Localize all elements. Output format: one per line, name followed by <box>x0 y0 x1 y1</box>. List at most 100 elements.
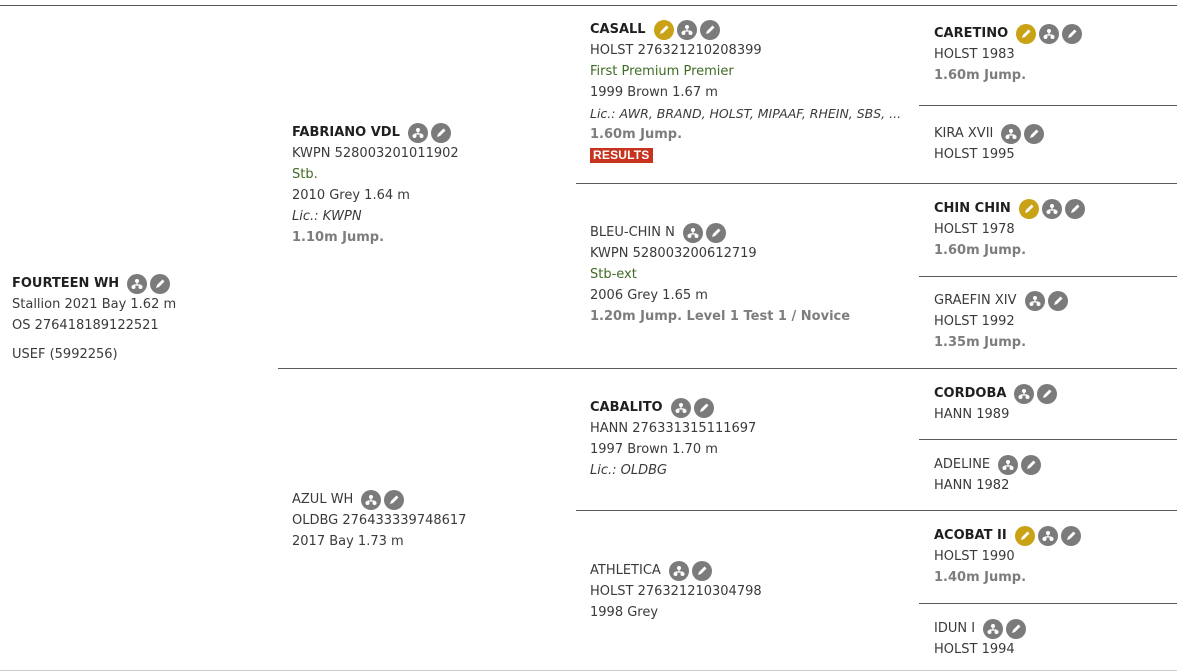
pencil-edit-icon[interactable] <box>150 273 171 294</box>
stallion-pencil-icon[interactable] <box>1016 23 1037 44</box>
pedigree-tree-icon[interactable] <box>127 273 148 294</box>
divider-g7-g8 <box>919 603 1177 604</box>
sire-dam-horse: BLEU-CHIN N KWPN 528003200612719 Stb-ext… <box>590 222 850 327</box>
horse-status: First Premium Premier <box>590 64 734 79</box>
g3-horse: CHIN CHIN HOLST 1978 1.60m Jump. <box>934 198 1088 261</box>
horse-reg: HOLST 1995 <box>934 147 1015 162</box>
pedigree-tree-icon[interactable] <box>668 560 689 581</box>
pencil-edit-icon[interactable] <box>384 489 405 510</box>
subject-horse: FOURTEEN WH Stallion 2021 Bay 1.62 m OS … <box>12 273 176 365</box>
pencil-edit-icon[interactable] <box>693 397 714 418</box>
horse-name: FOURTEEN WH <box>12 273 173 294</box>
g2-horse: KIRA XVII HOLST 1995 <box>934 123 1047 165</box>
horse-license: Lic.: AWR, BRAND, HOLST, MIPAAF, RHEIN, … <box>590 106 902 121</box>
g7-horse: ACOBAT II HOLST 1990 1.40m Jump. <box>934 525 1084 588</box>
horse-name-link[interactable]: GRAEFIN XIV <box>934 293 1017 308</box>
pencil-edit-icon[interactable] <box>1047 290 1068 311</box>
horse-name-link[interactable]: CABALITO <box>590 400 663 415</box>
dam-sire-horse: CABALITO HANN 276331315111697 1997 Brown… <box>590 397 756 481</box>
pencil-edit-icon[interactable] <box>1006 618 1027 639</box>
pencil-edit-icon[interactable] <box>699 19 720 40</box>
g6-horse: ADELINE HANN 1982 <box>934 454 1044 496</box>
horse-desc: 1998 Grey <box>590 605 659 620</box>
horse-reg: HOLST 1992 <box>934 314 1015 329</box>
horse-reg: HANN 1982 <box>934 478 1010 493</box>
horse-name: ADELINE <box>934 454 1044 475</box>
pencil-edit-icon[interactable] <box>1064 198 1085 219</box>
horse-name-link[interactable]: ADELINE <box>934 457 991 472</box>
sire-sire-horse: CASALL HOLST 276321210208399 First Premi… <box>590 19 901 166</box>
pedigree-tree-icon[interactable] <box>1037 525 1058 546</box>
stallion-pencil-icon[interactable] <box>1018 198 1039 219</box>
horse-jump: 1.60m Jump. <box>934 243 1027 258</box>
horse-reg: OLDBG 276433339748617 <box>292 513 467 528</box>
horse-name-link[interactable]: AZUL WH <box>292 492 354 507</box>
horse-name-link[interactable]: CASALL <box>590 22 646 37</box>
horse-reg: HOLST 276321210304798 <box>590 584 762 599</box>
horse-name: CHIN CHIN <box>934 198 1088 219</box>
pedigree-tree-icon[interactable] <box>361 489 382 510</box>
horse-license: Lic.: KWPN <box>292 209 362 224</box>
pedigree-tree-icon[interactable] <box>682 222 703 243</box>
horse-name-link[interactable]: KIRA XVII <box>934 126 994 141</box>
horse-name-link[interactable]: CARETINO <box>934 26 1009 41</box>
pencil-edit-icon[interactable] <box>1062 23 1083 44</box>
horse-reg: KWPN 528003200612719 <box>590 246 757 261</box>
horse-desc: 2017 Bay 1.73 m <box>292 534 404 549</box>
pencil-edit-icon[interactable] <box>430 122 451 143</box>
horse-reg: HOLST 1990 <box>934 549 1015 564</box>
pencil-edit-icon[interactable] <box>705 222 726 243</box>
horse-name-link[interactable]: BLEU-CHIN N <box>590 225 675 240</box>
horse-name: CASALL <box>590 19 723 40</box>
divider-sire-dam <box>278 368 1177 369</box>
divider-g3-g4 <box>919 276 1177 277</box>
stallion-pencil-icon[interactable] <box>653 19 674 40</box>
dam-horse: AZUL WH OLDBG 276433339748617 2017 Bay 1… <box>292 489 466 552</box>
horse-name-link[interactable]: CHIN CHIN <box>934 201 1011 216</box>
pencil-edit-icon[interactable] <box>1024 123 1045 144</box>
pencil-edit-icon[interactable] <box>691 560 712 581</box>
horse-jump: 1.60m Jump. <box>590 127 683 142</box>
pencil-edit-icon[interactable] <box>1021 454 1042 475</box>
pedigree-tree-icon[interactable] <box>670 397 691 418</box>
pedigree-tree-icon[interactable] <box>1039 23 1060 44</box>
pedigree-tree-icon[interactable] <box>998 454 1019 475</box>
horse-reg: KWPN 528003201011902 <box>292 146 459 161</box>
horse-reg: HOLST 1994 <box>934 642 1015 657</box>
horse-name-link[interactable]: FOURTEEN WH <box>12 276 120 291</box>
horse-jump: 1.60m Jump. <box>934 68 1027 83</box>
pedigree-tree-icon[interactable] <box>676 19 697 40</box>
top-border <box>0 5 1177 6</box>
g1-horse: CARETINO HOLST 1983 1.60m Jump. <box>934 23 1085 86</box>
pedigree-tree-icon[interactable] <box>1024 290 1045 311</box>
stallion-pencil-icon[interactable] <box>1014 525 1035 546</box>
horse-jump: 1.35m Jump. <box>934 335 1027 350</box>
divider-sire-parents <box>576 183 1177 184</box>
horse-name: GRAEFIN XIV <box>934 290 1071 311</box>
results-badge[interactable]: RESULTS <box>590 148 653 163</box>
horse-name-link[interactable]: ACOBAT II <box>934 528 1007 543</box>
divider-dam-parents <box>576 510 1177 511</box>
horse-name-link[interactable]: FABRIANO VDL <box>292 125 400 140</box>
horse-name: KIRA XVII <box>934 123 1047 144</box>
horse-jump: 1.10m Jump. <box>292 230 385 245</box>
horse-name: FABRIANO VDL <box>292 122 454 143</box>
horse-name: ACOBAT II <box>934 525 1084 546</box>
horse-reg: HANN 1989 <box>934 407 1010 422</box>
g4-horse: GRAEFIN XIV HOLST 1992 1.35m Jump. <box>934 290 1071 353</box>
horse-name: BLEU-CHIN N <box>590 222 729 243</box>
pencil-edit-icon[interactable] <box>1060 525 1081 546</box>
pedigree-tree-icon[interactable] <box>983 618 1004 639</box>
pedigree-tree-icon[interactable] <box>1041 198 1062 219</box>
pedigree-tree-icon[interactable] <box>1014 383 1035 404</box>
pedigree-tree-icon[interactable] <box>1001 123 1022 144</box>
horse-license: Lic.: OLDBG <box>590 463 668 478</box>
pedigree-tree-icon[interactable] <box>407 122 428 143</box>
horse-name-link[interactable]: IDUN I <box>934 621 976 636</box>
g8-horse: IDUN I HOLST 1994 <box>934 618 1029 660</box>
horse-name-link[interactable]: CORDOBA <box>934 386 1007 401</box>
pencil-edit-icon[interactable] <box>1037 383 1058 404</box>
horse-name-link[interactable]: ATHLETICA <box>590 563 661 578</box>
sire-horse: FABRIANO VDL KWPN 528003201011902 Stb. 2… <box>292 122 459 248</box>
g5-horse: CORDOBA HANN 1989 <box>934 383 1060 425</box>
